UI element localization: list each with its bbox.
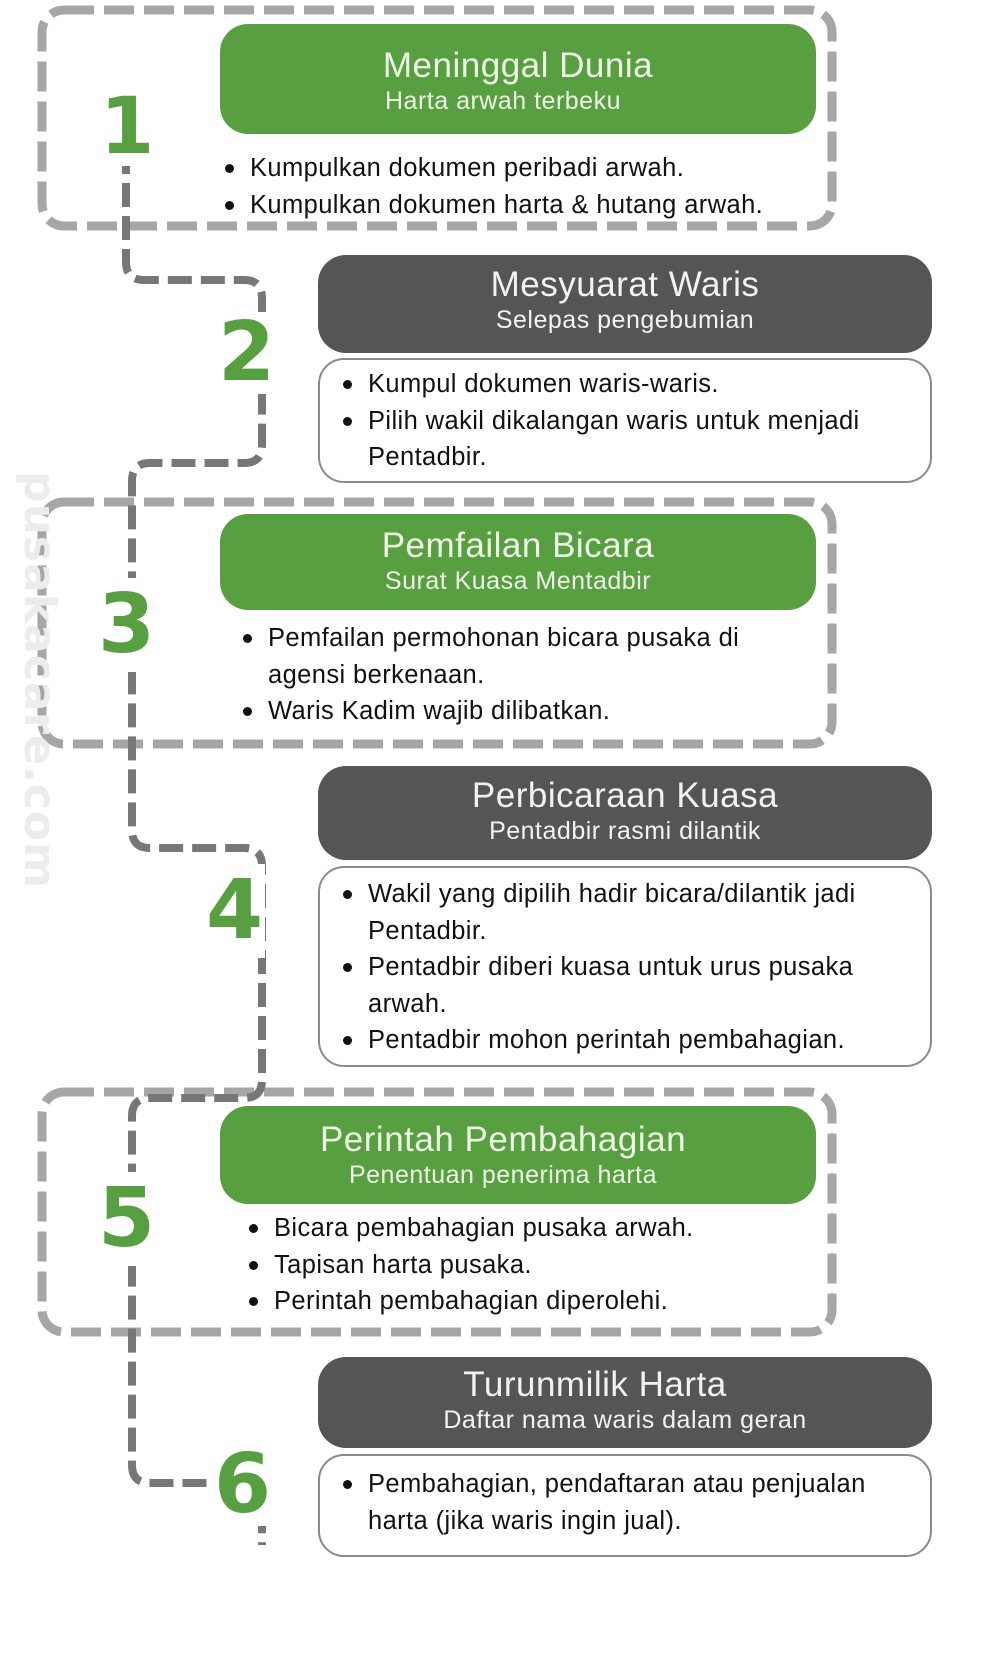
- step-title: Mesyuarat Waris: [490, 265, 760, 304]
- step-subtitle: Selepas pengebumian: [495, 306, 755, 334]
- bullet-item: Bicara pembahagian pusaka arwah.: [246, 1210, 806, 1247]
- bullet-item: Kumpulkan dokumen harta & hutang arwah.: [222, 187, 822, 224]
- step-number: 1: [98, 82, 157, 172]
- step-body-box: [318, 358, 932, 483]
- bullet-item: Tapisan harta pusaka.: [246, 1247, 806, 1284]
- step-bullets: Pembahagian, pendaftaran atau penjualan …: [340, 1466, 910, 1539]
- step-bullets: Wakil yang dipilih hadir bicara/dilantik…: [340, 876, 910, 1059]
- bullet-item: Kumpul dokumen waris-waris.: [340, 366, 910, 403]
- step-title: Pemfailan Bicara: [381, 526, 655, 565]
- bullet-item: Pembahagian, pendaftaran atau penjualan …: [340, 1466, 910, 1539]
- bullet-item: Pentadbir diberi kuasa untuk urus pusaka…: [340, 949, 910, 1022]
- connector-path: [122, 150, 266, 1545]
- step-title: Meninggal Dunia: [382, 46, 654, 85]
- step-subtitle: Surat Kuasa Mentadbir: [384, 567, 652, 595]
- step-1-outline: [37, 5, 837, 231]
- step-header: Mesyuarat Waris Selepas pengebumian: [318, 255, 932, 353]
- watermark: pusakacare.com: [14, 471, 65, 889]
- step-title: Perbicaraan Kuasa: [471, 776, 779, 815]
- step-number: 6: [212, 1437, 274, 1532]
- bullet-item: Pemfailan permohonan bicara pusaka di ag…: [240, 620, 780, 693]
- step-bullets: Bicara pembahagian pusaka arwah. Tapisan…: [246, 1210, 806, 1320]
- bullet-item: Pentadbir mohon perintah pembahagian.: [340, 1022, 910, 1059]
- step-subtitle: Penentuan penerima harta: [348, 1161, 658, 1189]
- step-title: Perintah Pembahagian: [319, 1120, 687, 1159]
- step-bullets: Kumpulkan dokumen peribadi arwah. Kumpul…: [222, 150, 822, 223]
- bullet-item: Wakil yang dipilih hadir bicara/dilantik…: [340, 876, 910, 949]
- step-5-outline: [37, 1087, 837, 1337]
- step-bullets: Pemfailan permohonan bicara pusaka di ag…: [240, 620, 780, 730]
- step-number: 5: [96, 1171, 158, 1266]
- bullet-item: Waris Kadim wajib dilibatkan.: [240, 693, 780, 730]
- step-number: 2: [216, 305, 278, 400]
- step-subtitle: Pentadbir rasmi dilantik: [489, 817, 761, 845]
- bullet-item: Perintah pembahagian diperolehi.: [246, 1283, 806, 1320]
- bullet-item: Pilih wakil dikalangan waris untuk menja…: [340, 403, 910, 476]
- step-header: Perbicaraan Kuasa Pentadbir rasmi dilant…: [318, 766, 932, 860]
- step-header: Pemfailan Bicara Surat Kuasa Mentadbir: [220, 514, 816, 610]
- step-3-outline: [37, 497, 837, 749]
- step-header: Turunmilik Harta Daftar nama waris dalam…: [318, 1357, 932, 1448]
- step-bullets: Kumpul dokumen waris-waris. Pilih wakil …: [340, 366, 910, 476]
- step-subtitle: Harta arwah terbeku: [384, 87, 621, 115]
- step-number: 4: [204, 863, 266, 958]
- step-title: Turunmilik Harta: [463, 1365, 727, 1404]
- step-body-box: [318, 1454, 932, 1557]
- step-header: Perintah Pembahagian Penentuan penerima …: [220, 1106, 816, 1204]
- step-body-box: [318, 866, 932, 1067]
- bullet-item: Kumpulkan dokumen peribadi arwah.: [222, 150, 822, 187]
- step-header: Meninggal Dunia Harta arwah terbeku: [220, 24, 816, 134]
- step-number: 3: [96, 577, 158, 672]
- step-subtitle: Daftar nama waris dalam geran: [443, 1406, 807, 1434]
